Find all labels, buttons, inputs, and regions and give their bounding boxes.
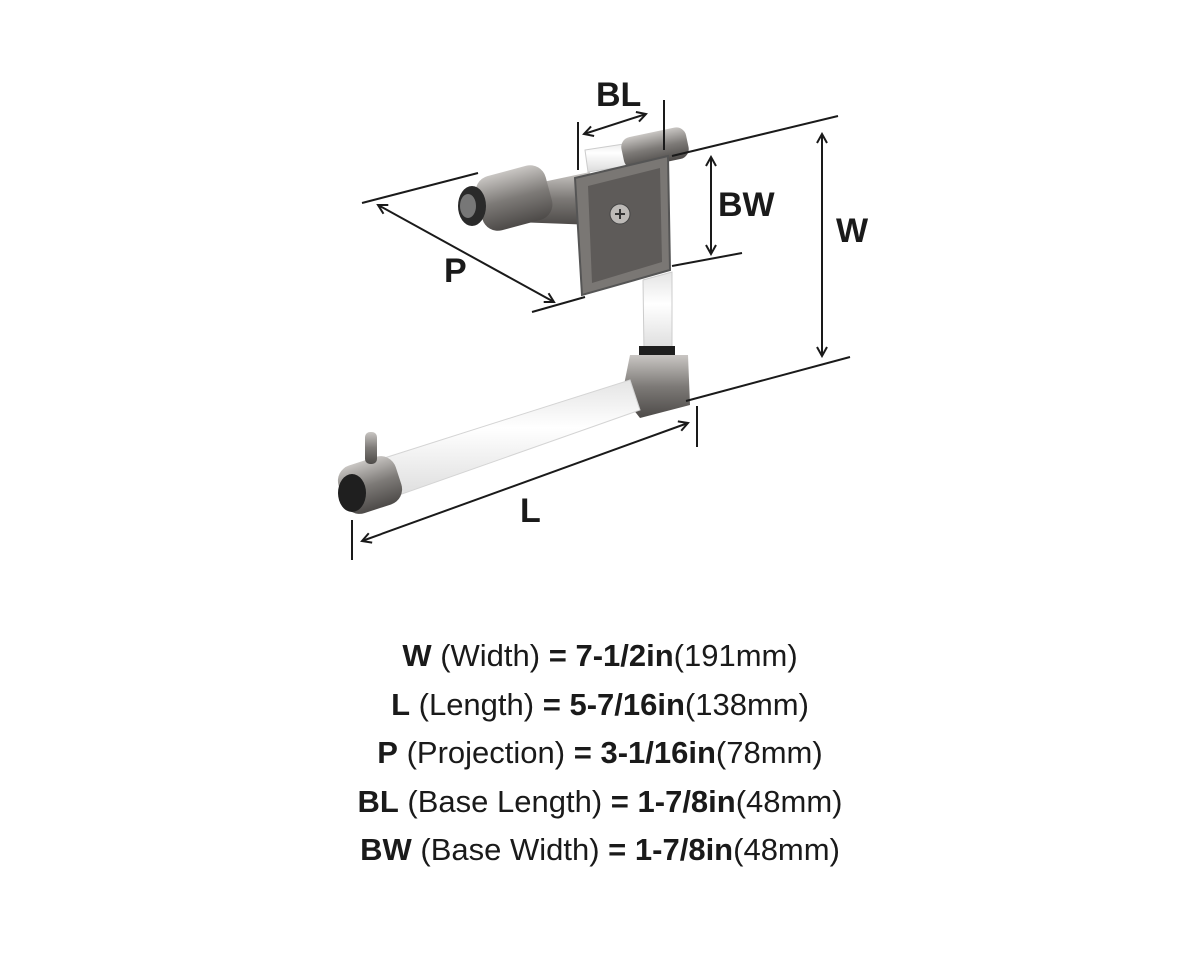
spec-row-length: L (Length) = 5-7/16in(138mm): [0, 681, 1200, 730]
spec-eq: =: [542, 686, 561, 722]
spec-row-width: W (Width) = 7-1/2in(191mm): [0, 632, 1200, 681]
spec-name: (Base Length): [407, 783, 603, 819]
spec-eq: =: [608, 832, 627, 867]
spec-code: BL: [357, 783, 399, 819]
product-illustration: [337, 127, 690, 514]
spec-inches: 7-1/2in: [575, 638, 674, 673]
spec-name: (Width): [440, 638, 541, 673]
dimension-diagram: BL BW W P L: [337, 76, 869, 560]
label-w: W: [836, 212, 869, 250]
spec-inches: 1-7/8in: [634, 832, 734, 867]
spec-mm: (138mm): [684, 686, 809, 722]
spec-name: (Length): [418, 686, 535, 722]
label-p: P: [444, 252, 467, 290]
spec-name: (Projection): [406, 735, 566, 770]
spec-name: (Base Width): [420, 832, 600, 867]
dimension-lines: [351, 100, 851, 560]
spec-inches: 1-7/8in: [637, 783, 736, 819]
spec-mm: (78mm): [715, 735, 823, 770]
label-bw: BW: [718, 186, 776, 224]
spec-code: BW: [360, 832, 412, 867]
spec-eq: =: [548, 638, 567, 673]
spec-code: L: [391, 686, 410, 722]
spec-row-base-width: BW (Base Width) = 1-7/8in(48mm): [0, 826, 1200, 875]
spec-mm: (48mm): [735, 783, 843, 819]
spec-inches: 3-1/16in: [600, 735, 716, 770]
spec-eq: =: [610, 783, 629, 819]
spec-row-base-length: BL (Base Length) = 1-7/8in(48mm): [0, 778, 1200, 827]
spec-code: W: [402, 638, 432, 673]
spec-code: P: [377, 735, 398, 770]
spec-eq: =: [573, 735, 592, 770]
spec-mm: (191mm): [673, 638, 798, 673]
spec-inches: 5-7/16in: [569, 686, 685, 722]
spec-row-projection: P (Projection) = 3-1/16in(78mm): [0, 729, 1200, 778]
label-bl: BL: [596, 76, 641, 114]
dimension-specs: W (Width) = 7-1/2in(191mm) L (Length) = …: [0, 632, 1200, 875]
label-l: L: [520, 492, 541, 530]
spec-mm: (48mm): [733, 832, 840, 867]
